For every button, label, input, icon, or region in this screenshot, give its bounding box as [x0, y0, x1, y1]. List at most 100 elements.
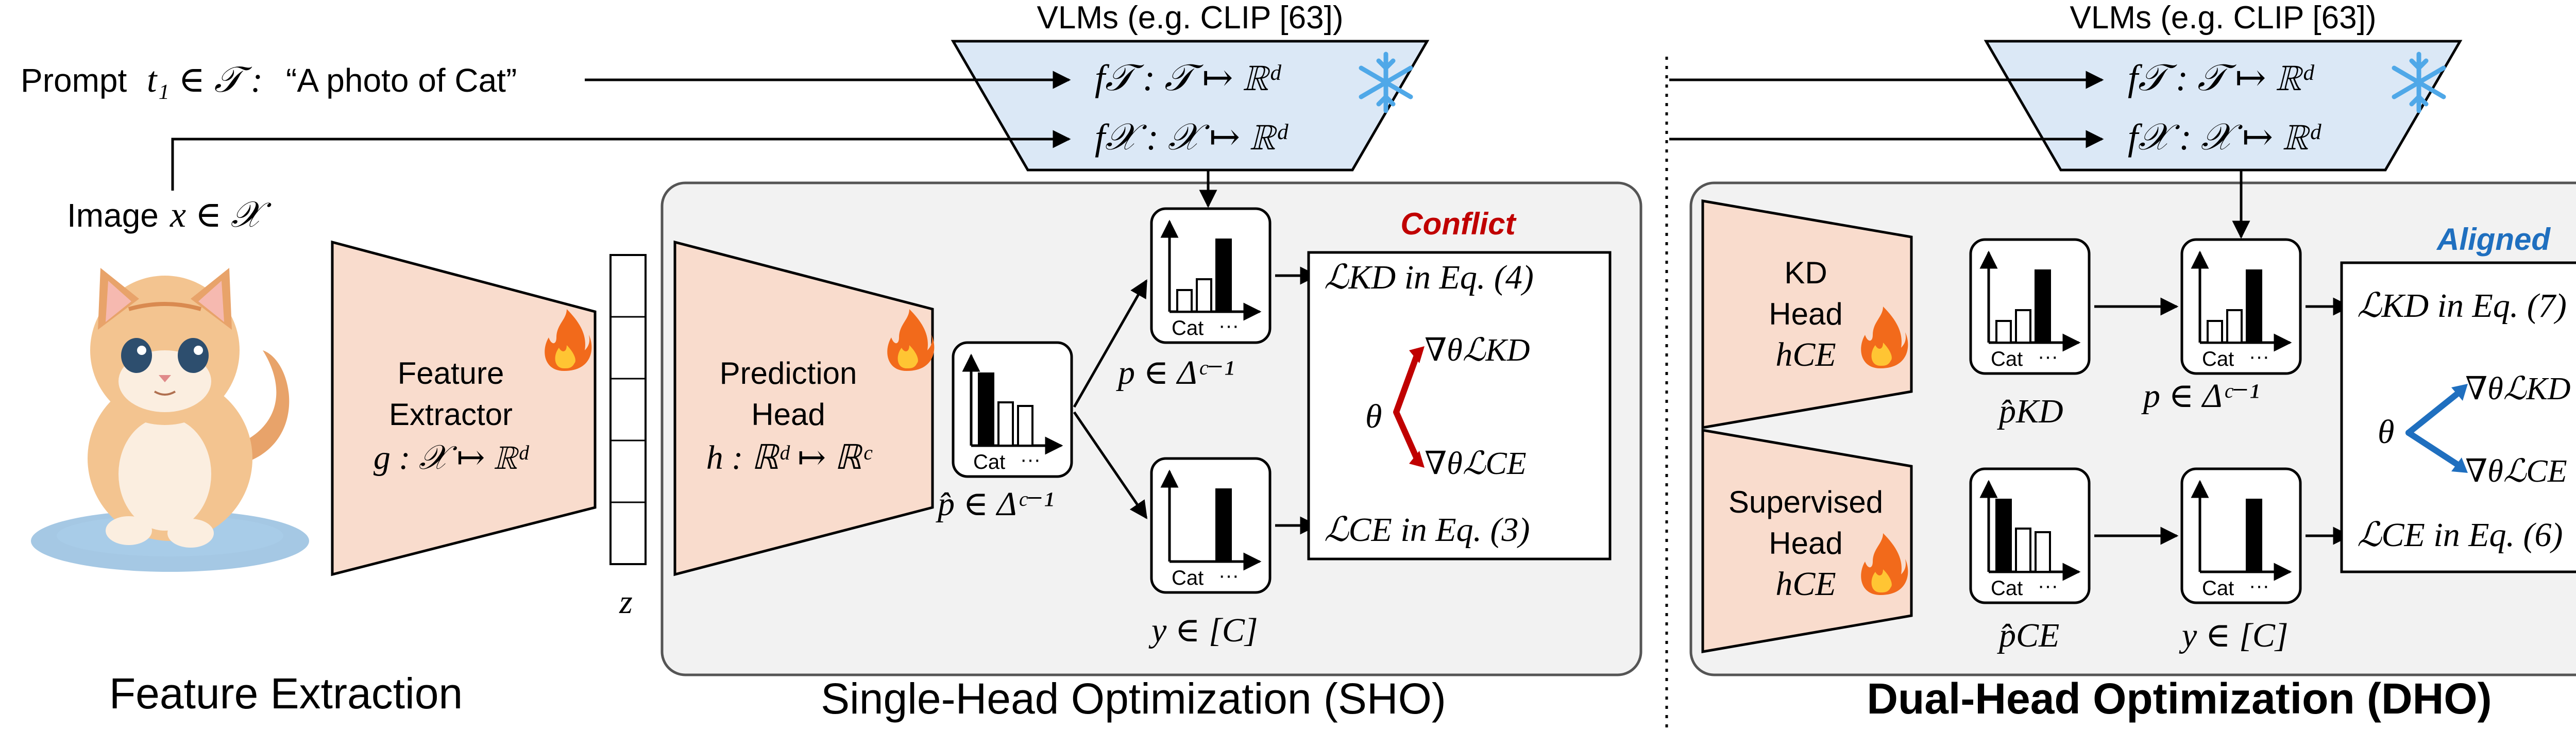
mini-chart-ellipsis: ···: [2249, 345, 2269, 368]
dho-p-label: p ∈ Δᶜ⁻¹: [2141, 377, 2260, 415]
mini-chart-cat-label: Cat: [1172, 567, 1204, 589]
conflict-label: Conflict: [1400, 207, 1517, 241]
flame-icon: [1861, 533, 1908, 595]
sup-head-line1: Supervised: [1728, 485, 1883, 519]
vlm-right: VLMs (e.g. CLIP [63]) f𝒯 : 𝒯 ↦ ℝᵈ f𝒳 : 𝒳…: [1984, 0, 2463, 172]
sho-phat-chart: Cat ···: [952, 341, 1073, 478]
dho-theta: θ: [2378, 413, 2394, 451]
flame-icon: [887, 309, 935, 371]
mini-chart-bar: [1017, 405, 1033, 447]
mini-chart-bar: [2246, 269, 2262, 344]
mini-chart-bar: [978, 372, 994, 447]
prediction-head-line2: Head: [751, 397, 825, 432]
sho-conflict-arrows: [1393, 354, 1420, 460]
mini-chart-bar: [1176, 289, 1193, 313]
mini-chart-cat-label: Cat: [1172, 317, 1204, 339]
kd-head: KD Head hCE: [1701, 199, 1913, 429]
mini-chart-bar: [2207, 320, 2223, 344]
extractor-line1: Feature: [398, 356, 504, 391]
mini-chart-bar: [2015, 528, 2031, 573]
mini-chart-bar: [1215, 239, 1232, 313]
image-math: x ∈ 𝒳: [170, 195, 272, 235]
dho-phatce-label: p̂CE: [1997, 617, 2059, 654]
sho-theta: θ: [1365, 398, 1382, 435]
mini-chart-frame: [1150, 457, 1272, 594]
sho-loss-kd: ℒKD in Eq. (4): [1324, 259, 1534, 296]
sho-y-chart: Cat ···: [1150, 457, 1272, 594]
snowflake-icon: [1359, 52, 1413, 113]
sho-p-chart: Cat ···: [1150, 207, 1272, 344]
sho-grad-ce: ∇θℒCE: [1425, 446, 1527, 481]
mini-chart-bar: [2246, 499, 2262, 573]
prompt-math: t₁ ∈ 𝒯 :: [147, 60, 263, 100]
dho-phatce-chart: Cat···: [1969, 467, 2091, 604]
dho-title: Dual-Head Optimization (DHO): [1867, 674, 2492, 723]
dho-p-chart: Cat ···: [2180, 238, 2302, 375]
sho-loss-ce: ℒCE in Eq. (3): [1324, 511, 1530, 549]
dho-grad-kd: ∇θℒKD: [2465, 371, 2571, 406]
prediction-head: Prediction Head h : ℝᵈ ↦ ℝᶜ: [673, 240, 935, 576]
vlm-image-encoder: f𝒳 : 𝒳 ↦ ℝᵈ: [1095, 116, 1289, 158]
mini-chart-ellipsis: ···: [1218, 564, 1239, 587]
dho-grad-ce: ∇θℒCE: [2465, 454, 2567, 489]
sho-y-label: y ∈ [C]: [1148, 612, 1258, 649]
dho-y-chart: Cat ···: [2180, 467, 2302, 604]
flame-icon: [1861, 307, 1908, 368]
prompt-label: Prompt: [21, 62, 127, 99]
mini-chart-bar: [1995, 320, 2012, 344]
vlm-left: VLMs (e.g. CLIP [63]) f𝒯 : 𝒯 ↦ ℝᵈ f𝒳 : 𝒳…: [951, 0, 1430, 172]
mini-chart-cat-label: Cat: [973, 451, 1005, 473]
mini-chart-bar: [2226, 309, 2243, 344]
aligned-label: Aligned: [2436, 222, 2551, 257]
dho-phatkd-label: p̂KD: [1997, 393, 2063, 430]
sho-p-label: p ∈ Δᶜ⁻¹: [1116, 354, 1234, 392]
prompt-text: “A photo of Cat”: [286, 62, 517, 99]
dho-loss-kd: ℒKD in Eq. (7): [2357, 287, 2567, 325]
mini-chart-bar: [2035, 531, 2051, 573]
kd-head-line1: KD: [1784, 256, 1827, 290]
kd-head-math: hCE: [1775, 336, 1836, 374]
sho-phat-label: p̂ ∈ Δᶜ⁻¹: [936, 485, 1054, 523]
mini-chart-ellipsis: ···: [2249, 574, 2269, 597]
sup-head-line2: Head: [1769, 526, 1842, 561]
mini-chart-ellipsis: ···: [1020, 448, 1041, 471]
vlm-label-right: VLMs (e.g. CLIP [63]): [2070, 0, 2377, 36]
sho-title: Single-Head Optimization (SHO): [821, 674, 1446, 723]
supervised-head: Supervised Head hCE: [1701, 429, 1913, 653]
dho-y-label: y ∈ [C]: [2179, 617, 2289, 654]
feature-extractor: Feature Extractor g : 𝒳 ↦ ℝᵈ: [331, 240, 597, 576]
vlm-label-left: VLMs (e.g. CLIP [63]): [1037, 0, 1344, 36]
mini-chart-ellipsis: ···: [1218, 314, 1239, 337]
extractor-math: g : 𝒳 ↦ ℝᵈ: [374, 439, 530, 477]
dho-phatkd-chart: Cat ···: [1969, 238, 2091, 375]
mini-chart-bar: [1196, 278, 1212, 313]
mini-chart-bar: [1215, 488, 1232, 563]
mini-chart-cat-label: Cat: [1991, 348, 2023, 370]
vlm-text-encoder-right: f𝒯 : 𝒯 ↦ ℝᵈ: [2128, 57, 2315, 98]
feature-extraction-title: Feature Extraction: [109, 669, 463, 718]
dho-loss-box: ℒKD in Eq. (7) ℒCE in Eq. (6) θ ∇θℒKD ∇θ…: [2340, 261, 2576, 573]
prediction-head-math: h : ℝᵈ ↦ ℝᶜ: [706, 439, 873, 477]
prediction-head-line1: Prediction: [720, 356, 857, 391]
sho-arrow-to-p: [1073, 279, 1148, 408]
vlm-image-encoder-right: f𝒳 : 𝒳 ↦ ℝᵈ: [2128, 116, 2321, 158]
image-arrow: [171, 130, 1071, 191]
mini-chart-cat-label: Cat: [2202, 577, 2234, 600]
sho-arrow-to-y: [1073, 411, 1148, 519]
mini-chart-bar: [2035, 269, 2051, 344]
image-label: Image: [67, 197, 159, 234]
mini-chart-cat-label: Cat: [1991, 577, 2023, 600]
snowflake-icon: [2392, 52, 2446, 113]
sho-loss-box: ℒKD in Eq. (4) ℒCE in Eq. (3) θ ∇θℒKD ∇θ…: [1307, 251, 1612, 561]
mini-chart-bar: [997, 401, 1014, 447]
dho-loss-ce: ℒCE in Eq. (6): [2357, 516, 2563, 554]
mini-chart-cat-label: Cat: [2202, 348, 2234, 370]
vlm-text-encoder: f𝒯 : 𝒯 ↦ ℝᵈ: [1095, 57, 1282, 98]
mini-chart-ellipsis: ···: [2038, 345, 2058, 368]
mini-chart-bar: [1995, 499, 2012, 573]
kd-head-line2: Head: [1769, 297, 1842, 331]
flame-icon: [545, 309, 592, 371]
sup-head-math: hCE: [1775, 565, 1836, 603]
mini-chart-bar: [2015, 309, 2031, 344]
